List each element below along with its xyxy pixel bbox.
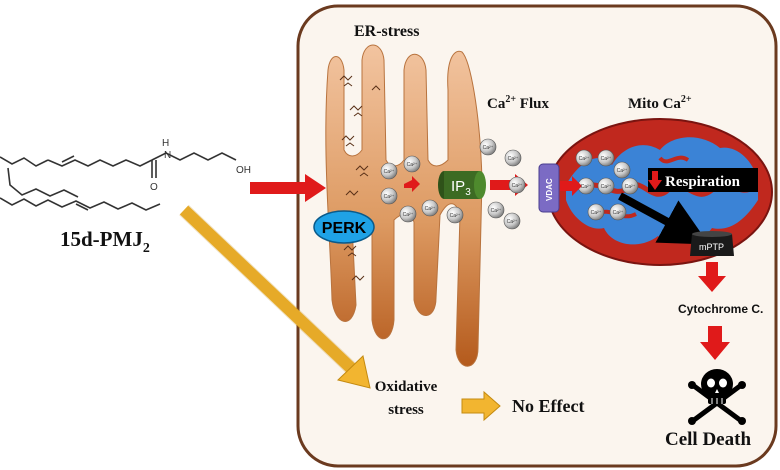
perk-node bbox=[313, 210, 375, 244]
vdac-arrow bbox=[560, 176, 582, 196]
ca-ion bbox=[597, 177, 615, 195]
ca-ion bbox=[380, 187, 398, 205]
ca-ion bbox=[597, 149, 615, 167]
ca-ion bbox=[504, 149, 522, 167]
ca-ion bbox=[613, 161, 631, 179]
ion-text-group: Ca²⁺ Ca²⁺ Ca²⁺ Ca²⁺ Ca²⁺ Ca²⁺ Ca²⁺ Ca²⁺ … bbox=[384, 145, 636, 225]
ca-ion bbox=[421, 199, 439, 217]
ca-ion bbox=[403, 155, 421, 173]
svg-text:Ca²⁺: Ca²⁺ bbox=[617, 168, 628, 174]
cytochrome-arrow bbox=[698, 262, 726, 292]
respiration-box bbox=[648, 168, 758, 192]
mito-ion-group bbox=[575, 149, 639, 221]
svg-text:Ca²⁺: Ca²⁺ bbox=[601, 184, 612, 190]
oh-label: OH bbox=[236, 165, 251, 176]
ca-ion bbox=[621, 177, 639, 195]
svg-text:Ca²⁺: Ca²⁺ bbox=[579, 156, 590, 162]
er-ion-group bbox=[380, 155, 439, 223]
down-arrow-icon bbox=[648, 171, 662, 190]
entry-arrow bbox=[250, 174, 326, 202]
oxidative-stress-label-2: stress bbox=[388, 402, 424, 418]
ca-ion bbox=[503, 212, 521, 230]
svg-text:Ca²⁺: Ca²⁺ bbox=[591, 210, 602, 216]
oxidative-arrow bbox=[179, 204, 371, 389]
svg-text:Ca²⁺: Ca²⁺ bbox=[483, 145, 494, 151]
svg-text:Ca²⁺: Ca²⁺ bbox=[384, 169, 395, 175]
svg-text:Ca²⁺: Ca²⁺ bbox=[581, 184, 592, 190]
svg-text:Ca²⁺: Ca²⁺ bbox=[384, 194, 395, 200]
svg-text:Ca²⁺: Ca²⁺ bbox=[512, 183, 523, 189]
cytochrome-label: Cytochrome C. bbox=[678, 302, 763, 316]
cytosol-ion-group bbox=[446, 138, 526, 230]
mito-ca-label: Mito Ca2+ bbox=[628, 94, 692, 112]
no-effect-arrow bbox=[461, 390, 501, 422]
svg-text:Ca²⁺: Ca²⁺ bbox=[613, 210, 624, 216]
mptp-channel bbox=[690, 231, 734, 256]
svg-text:Ca²⁺: Ca²⁺ bbox=[625, 184, 636, 190]
svg-text:Ca²⁺: Ca²⁺ bbox=[403, 212, 414, 218]
n-label: N bbox=[164, 150, 171, 161]
nh-label: H bbox=[162, 138, 169, 149]
svg-text:Ca²⁺: Ca²⁺ bbox=[425, 206, 436, 212]
ip3-receptor bbox=[438, 171, 486, 199]
ip3-label: IP3 bbox=[451, 178, 471, 198]
ca-ion bbox=[399, 205, 417, 223]
svg-text:Ca²⁺: Ca²⁺ bbox=[507, 219, 518, 225]
ca-ion bbox=[575, 149, 593, 167]
respiration-label: Respiration bbox=[665, 174, 741, 190]
ca-ion bbox=[479, 138, 497, 156]
oxidative-stress-label: Oxidative bbox=[375, 379, 438, 395]
compound-name: 15d-PMJ2 bbox=[60, 227, 150, 256]
ca-ion bbox=[508, 176, 526, 194]
molecule-structure bbox=[0, 152, 237, 211]
vdac-label: VDAC bbox=[545, 178, 554, 201]
svg-text:Ca²⁺: Ca²⁺ bbox=[491, 208, 502, 214]
er-internal-arrow bbox=[404, 176, 420, 192]
ca-ion bbox=[587, 203, 605, 221]
svg-text:Ca²⁺: Ca²⁺ bbox=[508, 156, 519, 162]
svg-text:Ca²⁺: Ca²⁺ bbox=[407, 162, 418, 168]
svg-text:Ca²⁺: Ca²⁺ bbox=[601, 156, 612, 162]
perk-label: PERK bbox=[322, 220, 367, 237]
o-label: O bbox=[150, 182, 158, 193]
no-effect-label: No Effect bbox=[512, 396, 584, 416]
ca-ion bbox=[609, 203, 627, 221]
mptp-arrow bbox=[618, 192, 710, 245]
ca-flux-label: Ca2+ Flux bbox=[487, 94, 549, 112]
ca-ion bbox=[446, 206, 464, 224]
ca-ion bbox=[487, 201, 505, 219]
cell-death-label: Cell Death bbox=[665, 429, 751, 450]
ribosome-clusters bbox=[339, 75, 381, 281]
mptp-label: mPTP bbox=[699, 242, 724, 252]
vdac-channel bbox=[538, 163, 560, 213]
er-stress-label: ER-stress bbox=[354, 23, 419, 40]
skull-crossbones-icon bbox=[688, 369, 746, 425]
ca-ion bbox=[380, 162, 398, 180]
svg-text:Ca²⁺: Ca²⁺ bbox=[450, 213, 461, 219]
death-arrow bbox=[700, 326, 730, 360]
